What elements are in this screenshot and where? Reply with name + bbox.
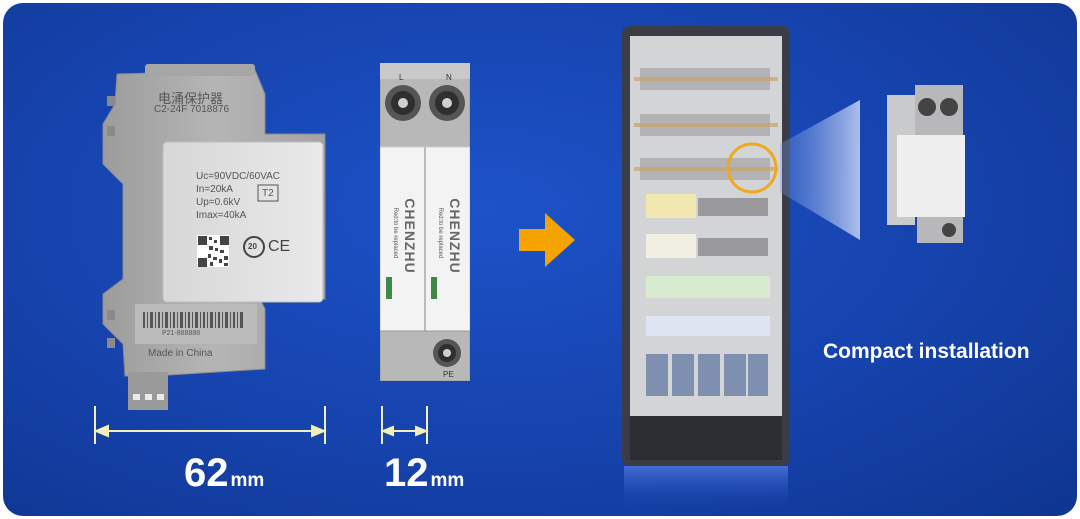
breaker-rows <box>634 68 778 396</box>
serial-number: P21-888888 <box>162 330 201 337</box>
thickness-value: 12 <box>384 451 429 495</box>
ip20-badge-text: 20 <box>248 242 257 251</box>
spec-line-uc: Uc=90VDC/60VAC <box>196 171 281 182</box>
t2-badge: T2 <box>262 188 274 199</box>
barcode <box>143 312 243 328</box>
width-unit: mm <box>230 470 265 491</box>
ip20-badge <box>243 236 265 258</box>
terminal-l-label: L <box>399 73 404 82</box>
made-in-china: Made in China <box>148 348 213 359</box>
terminal-pe-label: PE <box>443 370 454 379</box>
terminal-n-label: N <box>446 73 452 82</box>
spd-model: C2-24F 7018876 <box>154 104 230 115</box>
arrow-right-icon <box>519 213 575 267</box>
ce-mark: CE <box>268 238 291 255</box>
spd-side-view <box>102 64 326 410</box>
spec-line-imax: Imax=40kA <box>196 210 247 221</box>
spec-line-in: In=20kA <box>196 184 233 195</box>
t2-badge-frame <box>257 184 279 202</box>
spd-zoom-view <box>887 85 965 243</box>
highlight-ring <box>726 142 778 194</box>
spd-front-view <box>380 63 470 381</box>
spec-line-up: Up=0.6kV <box>196 197 241 208</box>
width-value: 62 <box>184 451 229 495</box>
spd-title-cn: 电涌保护器 <box>158 92 224 107</box>
qr-code-icon <box>197 235 229 267</box>
thickness-unit: mm <box>430 470 465 491</box>
compact-installation-caption: Compact installation <box>823 340 1030 363</box>
zoom-beam <box>780 100 860 240</box>
distribution-cabinet <box>622 26 790 510</box>
